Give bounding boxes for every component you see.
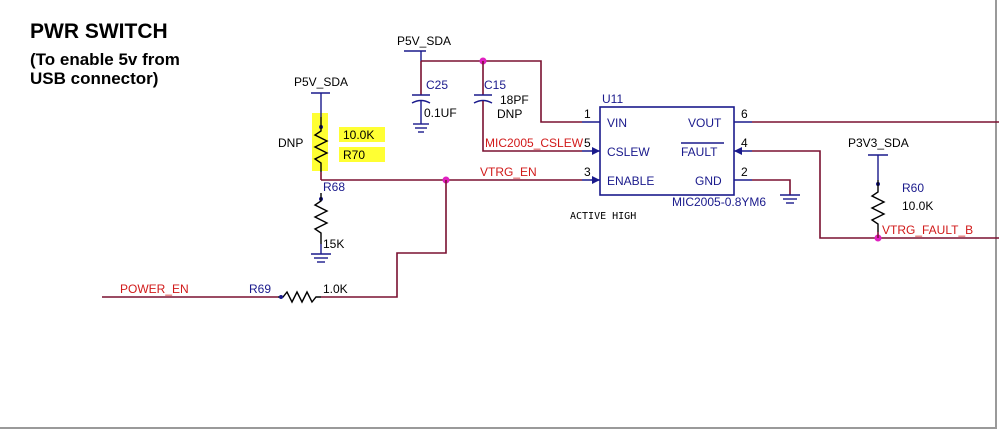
r70-ref-label: R70 bbox=[343, 148, 365, 162]
cslew-net-label: MIC2005_CSLEW bbox=[485, 136, 584, 150]
u11-pin1-name: VIN bbox=[607, 116, 627, 130]
p5v-left-rail-label: P5V_SDA bbox=[294, 75, 348, 89]
u11-pin5-arrow bbox=[592, 147, 600, 155]
fault-net-label: VTRG_FAULT_B bbox=[882, 223, 973, 237]
fault-wire bbox=[752, 150, 999, 239]
c15-dnp-label: DNP bbox=[497, 107, 522, 121]
r70-dnp-label: DNP bbox=[278, 136, 303, 150]
vtrg-en-net-label: VTRG_EN bbox=[480, 165, 537, 179]
r69-value-label: 1.0K bbox=[323, 282, 348, 296]
p3v3-rail-label: P3V3_SDA bbox=[848, 136, 909, 150]
r68-value-label: 15K bbox=[323, 237, 344, 251]
u11-pin3-number: 3 bbox=[584, 165, 591, 179]
c15-plate-bottom bbox=[473, 99, 493, 104]
r70-ref-highlight bbox=[339, 147, 385, 162]
r70-value-label: 10.0K bbox=[343, 128, 374, 142]
r60-resistor-symbol bbox=[870, 180, 886, 232]
c15-value-label: 18PF bbox=[500, 93, 529, 107]
r69-pin-dot bbox=[279, 295, 283, 299]
u11-pin6-name: VOUT bbox=[688, 116, 722, 130]
u11-active-high-note: ACTIVE HIGH bbox=[570, 211, 636, 222]
subtitle-line-2: USB connector) bbox=[30, 69, 159, 88]
r70-value-highlight bbox=[339, 127, 385, 142]
c25-plate-bottom bbox=[411, 99, 431, 104]
u11-pin4-arrow bbox=[734, 147, 742, 155]
u11-pin5-number: 5 bbox=[584, 136, 591, 150]
c25-value-label: 0.1UF bbox=[424, 106, 457, 120]
u11-pin2-name: GND bbox=[695, 174, 722, 188]
r68-resistor-symbol bbox=[313, 193, 329, 244]
r69-resistor-symbol bbox=[278, 290, 321, 304]
power-en-net-label: POWER_EN bbox=[120, 282, 189, 296]
u11-part-label: MIC2005-0.8YM6 bbox=[672, 195, 766, 209]
cslew-wire bbox=[482, 101, 582, 152]
r70-resistor-symbol bbox=[313, 117, 329, 172]
p5v-top-rail-label: P5V_SDA bbox=[397, 34, 451, 48]
u11-ref-label: U11 bbox=[602, 92, 623, 106]
c25-ref-label: C25 bbox=[426, 78, 448, 92]
r60-ref-label: R60 bbox=[902, 181, 924, 195]
page-title: PWR SWITCH bbox=[30, 20, 168, 43]
subtitle-line-1: (To enable 5v from bbox=[30, 50, 180, 69]
u11-pin5-name: CSLEW bbox=[607, 145, 650, 159]
u11-pin4-name: FAULT bbox=[681, 145, 718, 159]
c15-ref-label: C15 bbox=[484, 78, 506, 92]
r60-value-label: 10.0K bbox=[902, 199, 933, 213]
u11-pin1-number: 1 bbox=[584, 107, 591, 121]
u11-pin3-name: ENABLE bbox=[607, 174, 654, 188]
u11-pin6-number: 6 bbox=[741, 107, 748, 121]
u11-pin2-number: 2 bbox=[741, 165, 748, 179]
u11-pin3-arrow bbox=[592, 176, 600, 184]
r68-ref-label: R68 bbox=[323, 180, 345, 194]
u11-pin4-number: 4 bbox=[741, 136, 748, 150]
page-subtitle: (To enable 5v from USB connector) bbox=[30, 50, 180, 88]
gnd-wire bbox=[752, 179, 791, 195]
vtrg-en-r69-wire bbox=[321, 180, 447, 298]
r70-symbol-highlight bbox=[312, 113, 328, 171]
r69-ref-label: R69 bbox=[249, 282, 271, 296]
